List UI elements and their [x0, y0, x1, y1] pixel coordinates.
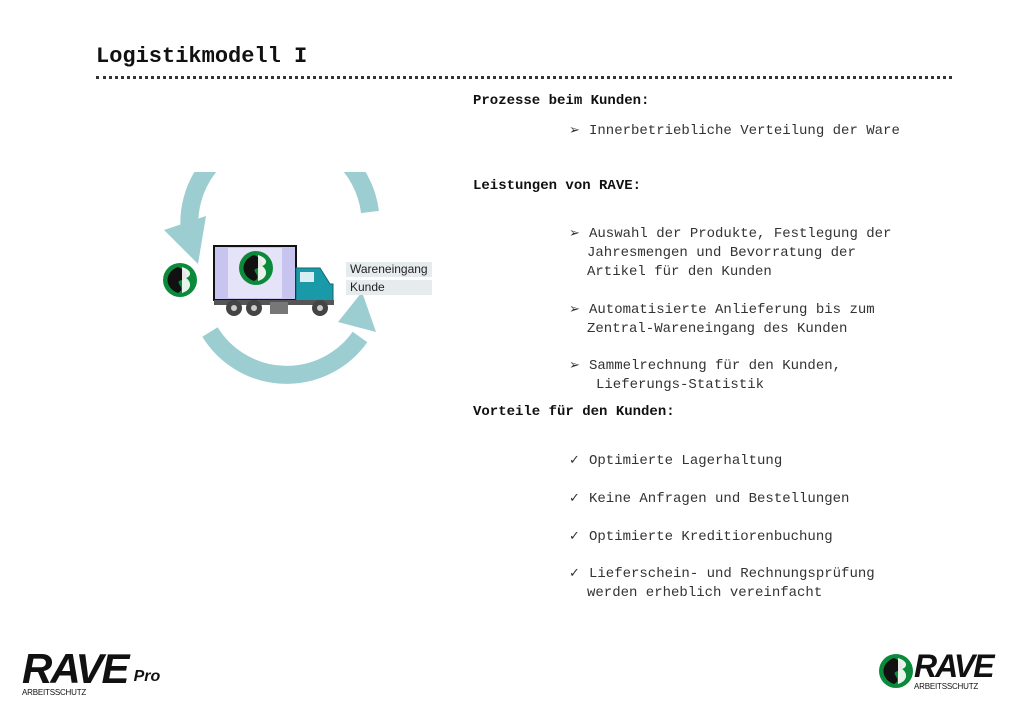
arrow-bullet-icon: ➢	[569, 123, 580, 138]
list-item: ✓Optimierte Lagerhaltung	[569, 453, 783, 469]
rave-logo: RAVE ARBEITSSCHUTZ	[878, 648, 995, 691]
rave-emblem-icon	[879, 653, 913, 688]
logistics-cycle-diagram: Wareneingang Kunde	[150, 123, 450, 397]
checkmark-icon: ✓	[569, 529, 580, 544]
logo-left-word: RAVE	[22, 645, 130, 692]
list-item: ✓Optimierte Kreditiorenbuchung	[569, 529, 833, 545]
logo-left-sub: ARBEITSSCHUTZ	[22, 688, 87, 697]
arrow-bullet-icon: ➢	[569, 302, 580, 317]
list-item: ✓Lieferschein- und Rechnungsprüfung werd…	[569, 566, 875, 601]
checkmark-icon: ✓	[569, 453, 580, 468]
rave-pro-logo: RAVE Pro ARBEITSSCHUTZ	[22, 645, 161, 698]
logo-right-sub: ARBEITSSCHUTZ	[914, 682, 979, 691]
checkmark-icon: ✓	[569, 491, 580, 506]
heading-prozesse: Prozesse beim Kunden:	[473, 93, 650, 109]
truck-rave-emblem	[239, 251, 273, 285]
checkmark-icon: ✓	[569, 566, 580, 581]
list-item: ➢Innerbetriebliche Verteilung der Ware	[569, 123, 900, 139]
title-divider	[96, 76, 952, 79]
logo-left-suffix: Pro	[133, 668, 161, 685]
cycle-arrows-graphic	[163, 123, 379, 384]
heading-leistungen: Leistungen von RAVE:	[473, 178, 642, 194]
label-kunde: Kunde	[346, 280, 432, 295]
upper-arrowhead	[164, 216, 206, 264]
list-item: ➢Automatisierte Anlieferung bis zum Zent…	[569, 302, 875, 337]
arrow-bullet-icon: ➢	[569, 358, 580, 373]
list-item: ➢Auswahl der Produkte, Festlegung der Ja…	[569, 226, 892, 280]
upper-cycle-arrow	[180, 123, 379, 236]
logo-right-word: RAVE	[914, 648, 995, 684]
heading-vorteile: Vorteile für den Kunden:	[473, 404, 675, 420]
arrow-bullet-icon: ➢	[569, 226, 580, 241]
lower-arrowhead	[338, 292, 376, 332]
label-wareneingang: Wareneingang	[346, 262, 432, 277]
lower-cycle-arrow	[202, 327, 368, 384]
list-item: ✓Keine Anfragen und Bestellungen	[569, 491, 850, 507]
page-title: Logistikmodell I	[96, 44, 308, 69]
list-item: ➢Sammelrechnung für den Kunden, Lieferun…	[569, 358, 842, 393]
left-rave-emblem	[163, 263, 197, 297]
